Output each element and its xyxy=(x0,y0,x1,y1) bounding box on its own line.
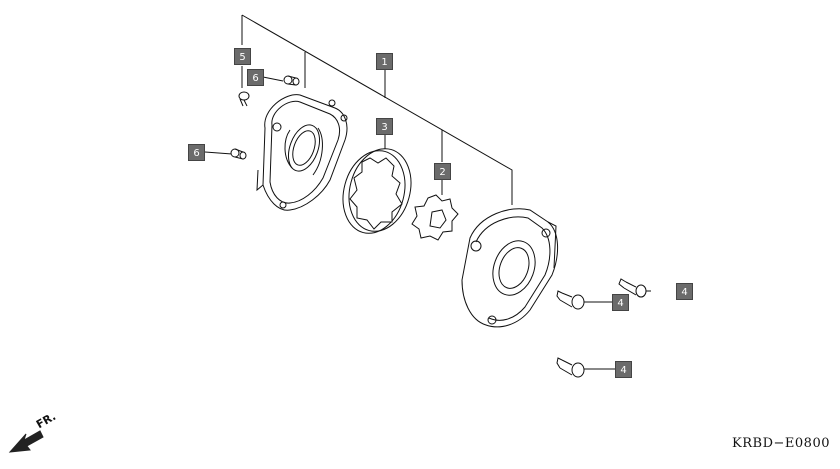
front-arrow-icon xyxy=(8,430,44,453)
callout-5[interactable]: 5 xyxy=(234,48,251,65)
part-4-bolt-upper xyxy=(618,278,647,298)
callout-4-middle[interactable]: 4 xyxy=(612,294,629,311)
part-4-bolt-lower xyxy=(556,357,585,378)
callout-2[interactable]: 2 xyxy=(434,163,451,180)
callout-1[interactable]: 1 xyxy=(376,53,393,70)
part-6-dowel-upper xyxy=(283,75,300,86)
part-2-inner-rotor xyxy=(411,194,459,241)
part-3-outer-rotor xyxy=(342,148,412,234)
diagram-code: KRBD−E0800 xyxy=(732,436,830,451)
part-4-bolt-middle xyxy=(556,290,585,310)
part-6-dowel-lower xyxy=(230,148,247,160)
callout-4-lower[interactable]: 4 xyxy=(615,361,632,378)
pump-cover xyxy=(256,94,348,211)
callout-3[interactable]: 3 xyxy=(376,118,393,135)
callout-4-upper[interactable]: 4 xyxy=(676,283,693,300)
part-5-bolt xyxy=(238,91,250,107)
callout-6-lower[interactable]: 6 xyxy=(188,144,205,161)
assembly-leader-lines xyxy=(204,14,651,370)
pump-body xyxy=(461,208,558,328)
callout-6-upper[interactable]: 6 xyxy=(247,69,264,86)
